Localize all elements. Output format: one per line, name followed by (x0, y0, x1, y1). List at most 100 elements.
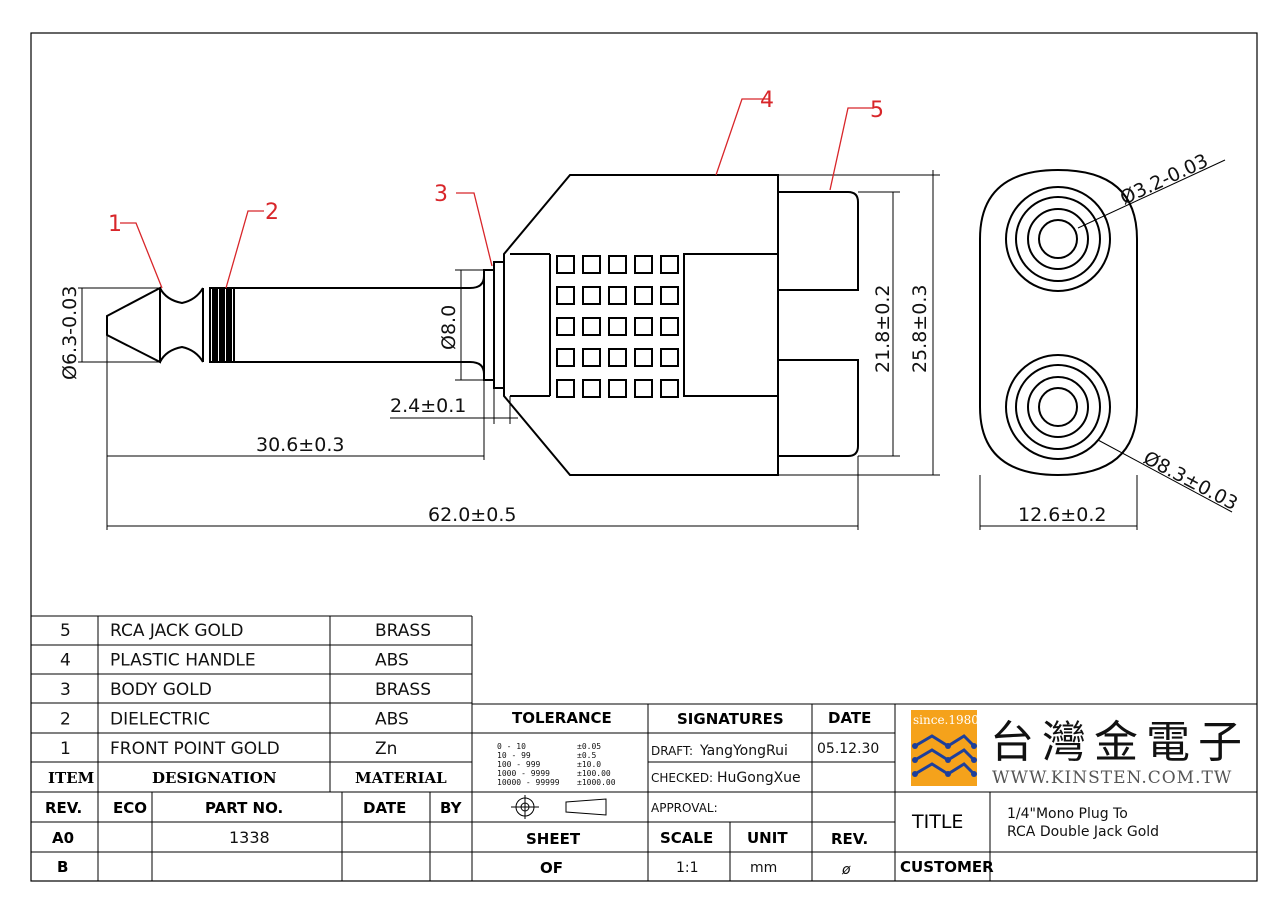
dim-total-length: 62.0±0.5 (428, 504, 516, 526)
callout-leaders (120, 98, 874, 289)
unit-value: mm (750, 860, 777, 876)
approval-label: APPROVAL: (651, 801, 718, 815)
bom-designation: PLASTIC HANDLE (110, 651, 256, 671)
logo-since: since.1980 (913, 713, 979, 727)
rev-row-b: B (57, 858, 68, 876)
dim-flange: 2.4±0.1 (390, 395, 466, 417)
rev-header-part: PART NO. (205, 799, 283, 817)
bom-header-item: ITEM (48, 769, 94, 787)
rev-label: REV. (831, 830, 868, 848)
dim-hole-small: Ø3.2-0.03 (1117, 150, 1212, 210)
rca-jack-top (778, 191, 859, 291)
grip-square (556, 348, 575, 367)
balloon-2: 2 (265, 200, 279, 225)
rca-jack-bottom (778, 359, 859, 457)
tip-groove-top (159, 287, 204, 305)
title-line-2: RCA Double Jack Gold (1007, 824, 1159, 840)
balloon-3: 3 (434, 182, 448, 207)
dim-body-height: 25.8±0.3 (909, 285, 931, 373)
grip-square (608, 317, 627, 336)
scale-label: SCALE (660, 829, 713, 847)
title-label: TITLE (911, 811, 963, 833)
tolerance-value: ±100.00 (577, 769, 611, 778)
end-outline (979, 168, 1138, 477)
scale-value: 1:1 (676, 860, 699, 876)
grip-square (608, 286, 627, 305)
rev-header-date: DATE (363, 799, 406, 817)
bom-material: BRASS (375, 680, 431, 700)
bom-material: ABS (375, 651, 409, 671)
rev-header-by: BY (440, 799, 463, 817)
grip-square (582, 379, 601, 398)
side-dimension-lines (78, 170, 940, 530)
end-view (979, 168, 1138, 477)
bom-item: 5 (60, 621, 71, 641)
rev-row-a0-part: 1338 (229, 828, 270, 847)
dim-tip-dia: Ø6.3-0.03 (59, 286, 81, 380)
end-dimension-lines (979, 159, 1233, 530)
sheet-label: SHEET (526, 830, 581, 848)
grip-square (582, 317, 601, 336)
grip-square (582, 255, 601, 274)
grip-square (556, 286, 575, 305)
grip-square (660, 286, 679, 305)
grip-square (660, 348, 679, 367)
bom-designation: DIELECTRIC (110, 710, 210, 730)
bom-header-designation: DESIGNATION (152, 769, 277, 787)
dim-end-width: 12.6±0.2 (1018, 504, 1106, 526)
rev-header-rev: REV. (45, 799, 82, 817)
bom-item: 2 (60, 710, 71, 730)
flange (483, 269, 495, 381)
grip-pattern (556, 255, 679, 398)
company-url: WWW.KINSTEN.COM.TW (992, 768, 1232, 788)
draft-label: DRAFT: (651, 744, 693, 758)
bom-designation: FRONT POINT GOLD (110, 739, 280, 759)
draft-name: YangYongRui (699, 743, 788, 759)
bom-item: 3 (60, 680, 71, 700)
rev-header-eco: ECO (113, 799, 147, 817)
date-title: DATE (828, 709, 871, 727)
rev-row-a0: A0 (52, 829, 74, 847)
dim-jack-span: 21.8±0.2 (872, 285, 894, 373)
grip-square (660, 317, 679, 336)
balloon-5: 5 (870, 98, 884, 123)
unit-label: UNIT (747, 829, 788, 847)
flange-2 (493, 261, 505, 389)
projection-symbol (511, 795, 607, 819)
grip-square (556, 379, 575, 398)
tolerance-range: 1000 - 9999 (497, 769, 550, 778)
plug-tip (106, 286, 161, 364)
balloon-4: 4 (760, 88, 774, 113)
tolerance-value: ±1000.00 (577, 778, 616, 787)
tolerance-value: ±0.5 (577, 751, 596, 760)
bom-material: Zn (375, 739, 397, 759)
grip-square (660, 255, 679, 274)
dim-plug-length: 30.6±0.3 (256, 434, 344, 456)
plastic-handle (503, 174, 779, 476)
balloon-1: 1 (108, 212, 122, 237)
grip-square (608, 348, 627, 367)
bom-material: BRASS (375, 621, 431, 641)
grip-square (608, 255, 627, 274)
rev-value: ø (841, 862, 851, 878)
title-line-1: 1/4"Mono Plug To (1007, 806, 1128, 822)
tolerance-range: 100 - 999 (497, 760, 541, 769)
grip-square (660, 379, 679, 398)
handle-panel (683, 253, 779, 397)
dim-hole-large: Ø8.3±0.03 (1140, 447, 1242, 515)
company-logo: since.1980 台灣金電子 WWW.KINSTEN.COM.TW (911, 710, 1250, 788)
sheet-border (30, 32, 1258, 882)
bom-grid (31, 615, 1257, 881)
grip-square (634, 286, 653, 305)
company-name: 台灣金電子 (990, 717, 1250, 768)
grip-square (608, 379, 627, 398)
bom-header-material: MATERIAL (355, 769, 447, 787)
tolerance-value: ±10.0 (577, 760, 601, 769)
grip-square (582, 286, 601, 305)
bom-item: 1 (60, 739, 71, 759)
side-view (106, 174, 859, 476)
tolerance-range: 10000 - 99999 (497, 778, 560, 787)
